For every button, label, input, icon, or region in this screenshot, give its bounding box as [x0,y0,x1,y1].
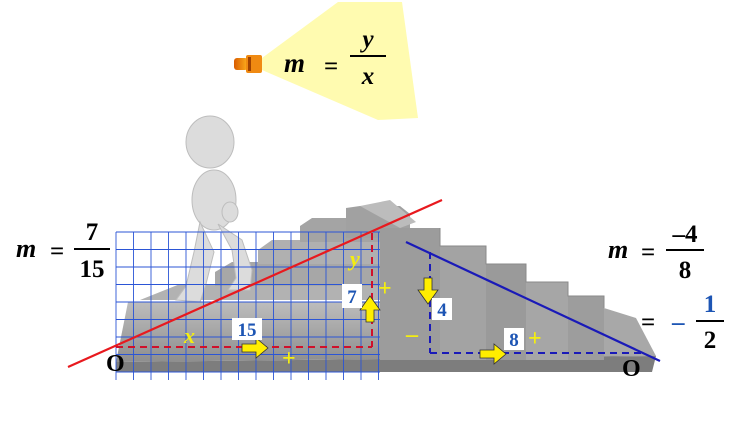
light-beam [262,2,418,120]
left-slope-equation: m = 7 15 [16,219,110,283]
run-value-right: 8 [509,330,519,351]
formula-equals: = [324,53,338,80]
run-value-box-left [232,318,262,340]
blue-slope-line [405,241,661,362]
right-slope-equation: m = –4 8 = – 1 2 [608,221,724,354]
right-slope-simplified-numerator: 1 [704,291,717,318]
origin-left: O [106,351,125,377]
arrow-right-icon [479,343,507,365]
red-slope-line [67,198,443,369]
climbing-figure [175,115,253,303]
fall-value-box-right [432,298,452,320]
formula-slope-definition: m = y x [284,26,386,90]
left-slope-m: m [16,234,36,263]
right-slope-numerator: –4 [672,221,699,248]
run-label-x: x [183,323,195,348]
right-slope-m: m [608,235,628,264]
rise-value-box-left [342,284,362,308]
rise-value-left: 7 [347,287,357,308]
run-sign-right: + [528,326,542,352]
formula-m: m [284,48,305,78]
fall-sign-right: – [405,322,419,348]
left-slope-denominator: 15 [80,256,105,283]
right-slope-denominator: 8 [679,257,692,284]
right-slope-equals: = [641,239,655,266]
rise-sign-left: + [378,276,392,302]
run-value-box-right [504,328,524,350]
left-slope-equals: = [50,238,64,265]
rise-label-y: y [347,246,360,271]
origin-right: O [622,356,641,382]
arrow-down-icon [417,277,439,305]
run-value-left: 15 [238,320,257,341]
formula-denominator: x [361,63,375,90]
fall-value-right: 4 [437,300,447,321]
flashlight-icon [234,2,418,120]
right-slope-equals-2: = [641,309,655,336]
right-slope-negative-sign: – [671,309,685,336]
left-slope-numerator: 7 [86,219,99,246]
arrow-up-icon [359,295,381,323]
run-sign-left: + [282,346,296,372]
formula-numerator: y [359,26,374,53]
arrow-right-icon [241,337,269,359]
right-slope-simplified-denominator: 2 [704,327,717,354]
